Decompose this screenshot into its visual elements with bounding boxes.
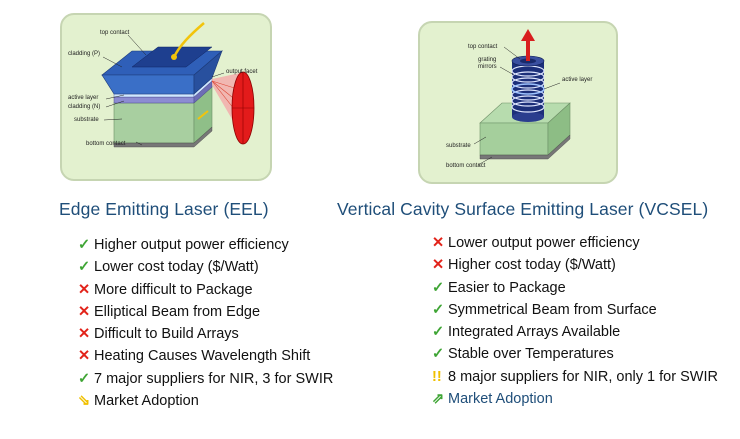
vcsel-item-5-text: Stable over Temperatures xyxy=(448,346,614,363)
eel-item-5-text: Heating Causes Wavelength Shift xyxy=(94,348,311,365)
eel-item-2-text: More difficult to Package xyxy=(94,281,253,298)
vcsel-label-grating: grating xyxy=(478,57,496,63)
vcsel-label-bottom-contact: bottom contact xyxy=(446,163,486,169)
list-item: ✓Symmetrical Beam from Surface xyxy=(432,299,718,321)
list-item: ✕Higher cost today ($/Watt) xyxy=(432,254,718,276)
eel-attribute-list: ✓Higher output power efficiency ✓Lower c… xyxy=(78,234,333,412)
eel-mark-1: ✓ xyxy=(78,259,91,276)
vcsel-item-0-text: Lower output power efficiency xyxy=(448,235,640,251)
vcsel-diagram-panel: top contact grating mirrors active layer… xyxy=(418,21,618,184)
vcsel-item-7-text: Market Adoption xyxy=(448,391,553,408)
eel-label-substrate: substrate xyxy=(74,117,99,123)
vcsel-mirror-stack xyxy=(511,55,545,122)
eel-label-output-facet: output facet xyxy=(226,69,258,75)
vcsel-label-top-contact: top contact xyxy=(468,44,498,50)
eel-item-6-text: 7 major suppliers for NIR, 3 for SWIR xyxy=(94,370,334,387)
vcsel-item-2-text: Easier to Package xyxy=(448,279,566,296)
eel-mark-2: ✕ xyxy=(78,281,91,298)
vcsel-label-substrate: substrate xyxy=(446,143,471,149)
eel-mark-7: ⇘ xyxy=(78,393,91,410)
vcsel-title: Vertical Cavity Surface Emitting Laser (… xyxy=(337,199,709,219)
eel-label-top-contact: top contact xyxy=(100,30,130,36)
vcsel-item-6-text: 8 major suppliers for NIR, only 1 for SW… xyxy=(448,368,718,385)
list-item: ✓Stable over Temperatures xyxy=(432,343,718,365)
eel-item-7-text: Market Adoption xyxy=(94,393,199,410)
list-item: ⇘Market Adoption xyxy=(78,390,333,412)
eel-item-4-text: Difficult to Build Arrays xyxy=(94,326,239,343)
eel-title: Edge Emitting Laser (EEL) xyxy=(59,199,269,219)
vcsel-label-active-layer: active layer xyxy=(562,77,592,83)
vcsel-mark-7: ⇗ xyxy=(432,391,445,408)
vcsel-item-3-text: Symmetrical Beam from Surface xyxy=(448,301,657,318)
eel-diagram: top contact cladding (P) active layer cl… xyxy=(68,22,258,148)
list-item: ✕More difficult to Package xyxy=(78,279,333,301)
list-item: ✕Difficult to Build Arrays xyxy=(78,323,333,345)
list-item: !! 8 major suppliers for NIR, only 1 for … xyxy=(432,366,718,388)
eel-mark-6: ✓ xyxy=(78,370,91,387)
eel-diagram-panel: top contact cladding (P) active layer cl… xyxy=(60,13,272,181)
list-item: ✓Easier to Package xyxy=(432,277,718,299)
list-item: ✓Higher output power efficiency xyxy=(78,234,333,256)
vcsel-mark-0: ✕ xyxy=(432,235,445,251)
vcsel-mark-4: ✓ xyxy=(432,324,445,341)
vcsel-mark-6: !! xyxy=(432,368,442,385)
vcsel-mark-1: ✕ xyxy=(432,257,445,274)
vcsel-beam-arrow xyxy=(521,29,535,41)
list-item: ✕Elliptical Beam from Edge xyxy=(78,301,333,323)
eel-label-active-layer: active layer xyxy=(68,95,98,101)
vcsel-mark-3: ✓ xyxy=(432,301,445,318)
list-item: ✓Lower cost today ($/Watt) xyxy=(78,256,333,278)
vcsel-diagram: top contact grating mirrors active layer… xyxy=(446,29,592,169)
eel-mark-4: ✕ xyxy=(78,326,91,343)
eel-mark-0: ✓ xyxy=(78,237,91,253)
eel-label-cladding-n: cladding (N) xyxy=(68,104,100,110)
eel-item-3-text: Elliptical Beam from Edge xyxy=(94,303,261,320)
list-item: ⇗Market Adoption xyxy=(432,388,718,410)
eel-item-0-text: Higher output power efficiency xyxy=(94,237,289,253)
vcsel-label-mirrors: mirrors xyxy=(478,64,497,70)
eel-mark-5: ✕ xyxy=(78,348,91,365)
eel-item-1-text: Lower cost today ($/Watt) xyxy=(94,259,259,276)
vcsel-mark-5: ✓ xyxy=(432,346,445,363)
list-item: ✕Lower output power efficiency xyxy=(432,232,718,254)
eel-label-cladding-p: cladding (P) xyxy=(68,51,100,57)
eel-label-bottom-contact: bottom contact xyxy=(86,141,126,147)
list-item: ✕Heating Causes Wavelength Shift xyxy=(78,345,333,367)
list-item: ✓7 major suppliers for NIR, 3 for SWIR xyxy=(78,368,333,390)
list-item: ✓Integrated Arrays Available xyxy=(432,321,718,343)
vcsel-item-4-text: Integrated Arrays Available xyxy=(448,324,621,341)
vcsel-mark-2: ✓ xyxy=(432,279,445,296)
eel-mark-3: ✕ xyxy=(78,303,91,320)
vcsel-attribute-list: ✕Lower output power efficiency ✕Higher c… xyxy=(432,232,718,410)
vcsel-item-1-text: Higher cost today ($/Watt) xyxy=(448,257,616,274)
